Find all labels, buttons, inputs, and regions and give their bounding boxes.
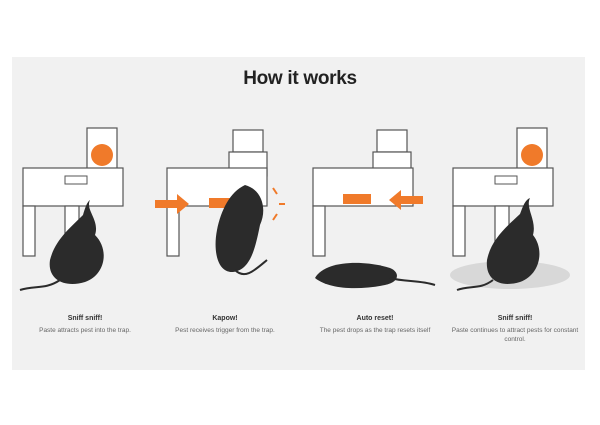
trap-reset-illustration bbox=[312, 129, 436, 289]
step-heading: Sniff sniff! bbox=[497, 315, 533, 322]
trap-continue-illustration bbox=[450, 127, 570, 291]
step-2: Kapow! Pest receives trigger from the tr… bbox=[155, 110, 295, 360]
step-1: Sniff sniff! Paste attracts pest into th… bbox=[15, 110, 155, 360]
step-description: Pest receives trigger from the trap. bbox=[175, 327, 275, 334]
rat-icon bbox=[486, 198, 540, 284]
arrow-right-icon bbox=[155, 194, 189, 214]
trap-attract-illustration bbox=[19, 127, 124, 291]
step-description: Paste attracts pest into the trap. bbox=[39, 327, 131, 334]
trap-trigger-illustration bbox=[155, 129, 285, 276]
bait-icon bbox=[521, 144, 543, 166]
step-heading: Sniff sniff! bbox=[67, 315, 103, 322]
arrow-left-icon bbox=[389, 190, 423, 210]
rat-icon bbox=[215, 185, 264, 273]
bait-icon bbox=[91, 144, 113, 166]
rat-icon bbox=[49, 200, 104, 284]
step-description: The pest drops as the trap resets itself bbox=[319, 327, 431, 334]
step-description: Paste continues to attract pests for con… bbox=[451, 327, 579, 343]
infographic-panel bbox=[12, 57, 585, 370]
step-4: Sniff sniff! Paste continues to attract … bbox=[445, 110, 585, 360]
rat-icon bbox=[315, 262, 397, 289]
step-3: Auto reset! The pest drops as the trap r… bbox=[305, 110, 445, 360]
step-heading: Kapow! bbox=[212, 315, 238, 322]
step-heading: Auto reset! bbox=[356, 315, 394, 322]
page-title: How it works bbox=[243, 68, 357, 89]
